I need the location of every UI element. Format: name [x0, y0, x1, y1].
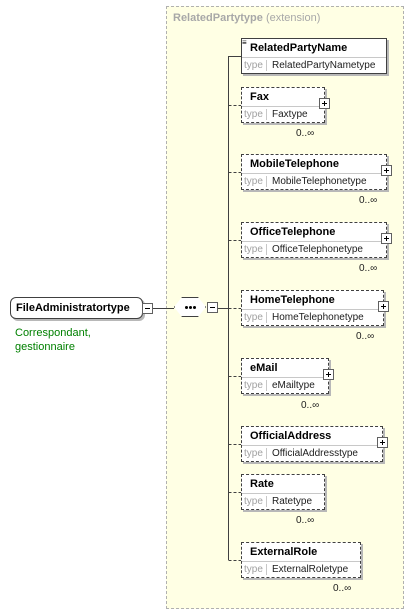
element-cardinality: 0..∞ [359, 195, 378, 206]
type-key-label: type [244, 564, 267, 575]
expand-icon[interactable] [381, 233, 392, 244]
expand-icon[interactable] [381, 165, 392, 176]
type-key-label: type [244, 496, 267, 507]
element-name: MobileTelephone [250, 158, 340, 170]
expand-icon[interactable] [377, 437, 388, 448]
mandatory-marker-icon: ≡ [242, 38, 247, 47]
sequence-dot-3 [193, 306, 196, 309]
type-key-label: type [244, 244, 267, 255]
element-type-row: type OfficeTelephonetype [242, 241, 386, 258]
expand-icon[interactable] [319, 98, 330, 109]
element-name: eMail [250, 362, 278, 374]
element-type-value: Faxtype [272, 109, 308, 120]
element-type-value: OfficeTelephonetype [272, 244, 363, 255]
element-type-row: type MobileTelephonetype [242, 173, 386, 190]
root-documentation-line-2: gestionnaire [15, 341, 75, 353]
extension-type-name: RelatedPartytype [173, 12, 263, 24]
element-name: HomeTelephone [250, 294, 335, 306]
element-cardinality: 0..∞ [296, 515, 315, 526]
root-element-name: FileAdministratortype [16, 302, 130, 314]
sequence-dot-2 [189, 306, 192, 309]
element-type-value: RelatedPartyNametype [272, 60, 376, 71]
type-key-label: type [244, 380, 267, 391]
sequence-collapse-icon[interactable] [207, 302, 218, 313]
element-type-row: type RelatedPartyNametype [242, 57, 386, 74]
root-documentation-line-1: Correspondant, [15, 327, 91, 339]
element-name: RelatedPartyName [250, 42, 348, 54]
element-type-row: type Faxtype [242, 106, 324, 123]
type-key-label: type [244, 109, 267, 120]
sequence-compositor-dots [174, 297, 206, 317]
extension-title: RelatedPartytype (extension) [173, 12, 320, 24]
expand-icon[interactable] [378, 301, 389, 312]
root-element-box[interactable]: FileAdministratortype [10, 297, 143, 319]
element-type-value: HomeTelephonetype [272, 312, 364, 323]
element-name: OfficialAddress [250, 430, 332, 442]
element-type-row: type eMailtype [242, 377, 328, 394]
element-type-value: eMailtype [272, 380, 315, 391]
type-key-label: type [244, 448, 267, 459]
element-type-row: type ExternalRoletype [242, 561, 360, 578]
element-type-row: type HomeTelephonetype [242, 309, 383, 326]
element-type-row: type OfficialAddresstype [242, 445, 382, 462]
element-cardinality: 0..∞ [356, 331, 375, 342]
element-name: Rate [250, 478, 274, 490]
type-key-label: type [244, 312, 267, 323]
element-type-value: OfficialAddresstype [272, 448, 358, 459]
element-name: ExternalRole [250, 546, 318, 558]
element-type-value: Ratetype [272, 496, 313, 507]
expand-icon[interactable] [323, 369, 334, 380]
element-type-value: MobileTelephonetype [272, 176, 367, 187]
root-collapse-icon[interactable] [142, 303, 153, 314]
type-key-label: type [244, 60, 267, 71]
element-type-row: type Ratetype [242, 493, 324, 510]
root-documentation: Correspondant, gestionnaire [15, 326, 135, 354]
type-key-label: type [244, 176, 267, 187]
element-cardinality: 0..∞ [296, 128, 315, 139]
element-cardinality: 0..∞ [301, 400, 320, 411]
element-cardinality: 0..∞ [333, 583, 352, 594]
element-type-value: ExternalRoletype [272, 564, 349, 575]
element-name: Fax [250, 91, 269, 103]
element-cardinality: 0..∞ [359, 263, 378, 274]
sequence-dot-1 [185, 306, 188, 309]
extension-label: (extension) [265, 12, 321, 24]
element-name: OfficeTelephone [250, 226, 336, 238]
